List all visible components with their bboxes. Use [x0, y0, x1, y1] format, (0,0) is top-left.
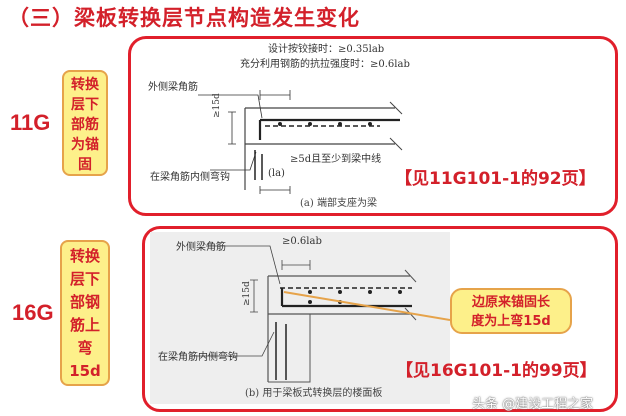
dim-label: ≥15d — [242, 281, 252, 306]
panel-11g — [128, 36, 618, 216]
callout-16g: 边原来锚固长 度为上弯15d — [450, 288, 572, 334]
callout-line: 边原来锚固长 — [471, 295, 550, 310]
la-label: (la) — [268, 168, 285, 179]
watermark: 头条 @建设工程之家 — [472, 397, 594, 412]
note-line: 15d — [69, 362, 101, 380]
reference-11g: 【见11G101-1的92页】 — [395, 169, 596, 189]
scanned-drawing-area — [150, 232, 450, 404]
note-11g: 转换 层下 部筋 为锚 固 — [62, 70, 108, 176]
reference-16g: 【见16G101-1的99页】 — [396, 361, 597, 381]
note-line: 层下 — [71, 97, 99, 113]
caption-11g: (a) 端部支座为梁 — [300, 198, 377, 209]
outer-bar-label: 外侧梁角筋 — [148, 82, 198, 93]
spec-hinged: 设计按铰接时：≥0.35lab — [268, 44, 385, 55]
note-line: 转换 — [71, 77, 99, 93]
detail-drawing-16g — [190, 245, 450, 383]
panel-16g — [142, 226, 618, 412]
spec-line: ≥0.6lab — [282, 236, 322, 247]
note-line: 部筋 — [71, 117, 99, 133]
note-line: 固 — [78, 157, 92, 173]
page-title: （三）梁板转换层节点构造发生变化 — [8, 6, 360, 30]
label-11g: 11G — [10, 110, 51, 135]
label-16g: 16G — [12, 300, 54, 325]
callout-line: 度为上弯15d — [471, 314, 551, 329]
caption-16g: (b) 用于梁板式转换层的楼面板 — [245, 388, 383, 399]
spec-full-strength: 充分利用钢筋的抗拉强度时：≥0.6lab — [240, 59, 410, 70]
dim-label: ≥15d — [212, 93, 222, 118]
anchor-note: ≥5d且至少到梁中线 — [290, 154, 382, 165]
note-16g: 转换 层下 部钢 筋上 弯 15d — [60, 240, 110, 386]
note-line: 层下 — [69, 270, 100, 288]
inner-hook-label: 在梁角筋内侧弯钩 — [158, 352, 238, 363]
note-line: 部钢 — [69, 293, 100, 311]
note-line: 弯 — [77, 339, 93, 357]
detail-drawing-11g — [198, 90, 403, 194]
inner-hook-label: 在梁角筋内侧弯钩 — [150, 172, 230, 183]
note-line: 筋上 — [69, 316, 100, 334]
note-line: 为锚 — [71, 137, 99, 153]
outer-bar-label: 外侧梁角筋 — [176, 242, 226, 253]
note-line: 转换 — [69, 247, 100, 265]
